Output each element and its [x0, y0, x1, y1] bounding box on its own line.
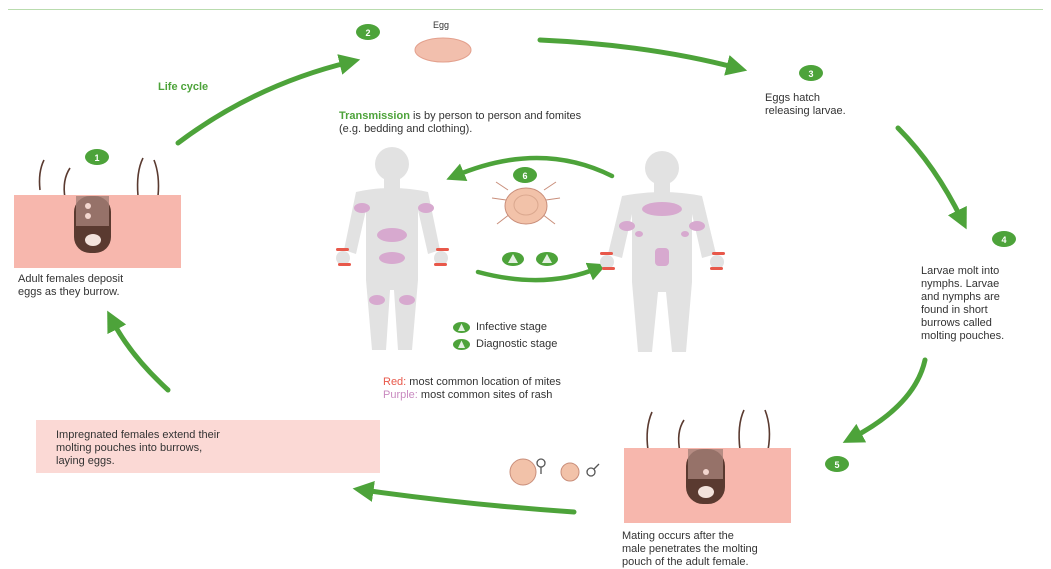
skin-block-left [14, 158, 181, 268]
step-number: 2 [365, 28, 370, 38]
step-badge-3: 3 [799, 65, 823, 81]
transmission-keyword: Transmission [339, 110, 410, 122]
purple-key: Purple: [383, 389, 418, 401]
step-4-description: Larvae molt into nymphs. Larvae and nymp… [921, 265, 1004, 343]
red-key: Red: [383, 376, 406, 388]
cycle-arrow-6-1 [112, 320, 168, 390]
step-1-description: Adult females deposit eggs as they burro… [18, 273, 123, 299]
cycle-arrow-2-3 [540, 40, 737, 68]
male-mite-illustration [561, 463, 599, 481]
purple-key-text: most common sites of rash [418, 389, 553, 401]
diagram-title: Life cycle [158, 81, 208, 94]
step-badge-4: 4 [992, 231, 1016, 247]
step-number: 1 [94, 153, 99, 163]
step-badge-1: 1 [85, 149, 109, 165]
egg-illustration [415, 38, 471, 62]
legend-diagnostic-label: Diagnostic stage [476, 338, 557, 350]
step-badge-6: 6 [513, 167, 537, 183]
transmission-arrow-bottom [478, 268, 598, 280]
step-number: 6 [522, 171, 527, 181]
female-mite-illustration [510, 459, 545, 485]
stage-markers [502, 252, 558, 266]
human-figure-left [336, 147, 448, 350]
cycle-arrow-1-2 [178, 62, 350, 143]
transmission-note: Transmission is by person to person and … [339, 110, 581, 136]
step-number: 3 [808, 69, 813, 79]
red-key-text: most common location of mites [406, 376, 561, 388]
legend-diagnostic: Diagnostic stage [453, 325, 557, 351]
cycle-arrow-3-4 [898, 128, 962, 220]
egg-label: Egg [433, 19, 449, 32]
color-key-purple: Purple: most common sites of rash [383, 389, 552, 402]
step-3-description: Eggs hatch releasing larvae. [765, 92, 846, 118]
color-key-red: Red: most common location of mites [383, 376, 561, 389]
step-6-description: Impregnated females extend their molting… [56, 429, 220, 468]
cycle-arrow-5-6 [363, 490, 574, 512]
mite-illustration [492, 182, 560, 224]
step-5-description: Mating occurs after the male penetrates … [622, 530, 758, 569]
skin-block-right [624, 410, 791, 523]
step-number: 5 [834, 460, 839, 470]
step-badge-2: 2 [356, 24, 380, 40]
step-number: 4 [1001, 235, 1006, 245]
diagnostic-stage-icon [453, 339, 470, 350]
step-badge-5: 5 [825, 456, 849, 472]
cycle-arrow-4-5 [852, 360, 925, 438]
